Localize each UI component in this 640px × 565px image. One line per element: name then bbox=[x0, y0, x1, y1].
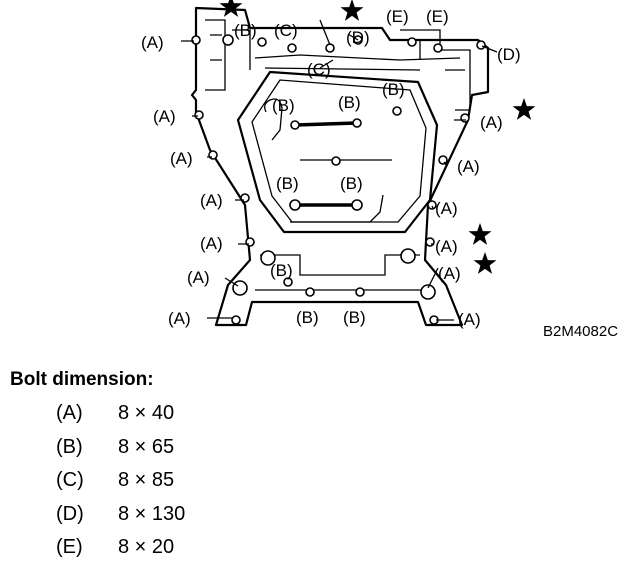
callout-a: (A) bbox=[435, 199, 458, 218]
star-icon bbox=[340, 0, 364, 21]
callout-a: (A) bbox=[168, 309, 191, 328]
callout-b: (B) bbox=[272, 96, 295, 115]
bolt-dimension-legend: Bolt dimension: (A) 8 × 40 (B) 8 × 65 (C… bbox=[10, 369, 410, 565]
legend-row-b: (B) 8 × 65 bbox=[10, 431, 410, 465]
legend-value: 8 × 65 bbox=[118, 435, 175, 458]
callout-b: (B) bbox=[340, 174, 363, 193]
callout-e: (E) bbox=[386, 7, 409, 26]
baffle-upper bbox=[294, 121, 358, 127]
callout-d: (D) bbox=[497, 45, 521, 64]
callout-a: (A) bbox=[458, 310, 481, 329]
sump-outline bbox=[255, 254, 430, 291]
callout-a: (A) bbox=[153, 107, 176, 126]
callout-b: (B) bbox=[382, 80, 405, 99]
callout-a: (A) bbox=[480, 113, 503, 132]
star-icon bbox=[512, 98, 536, 120]
legend-key: (A) bbox=[56, 402, 83, 425]
callout-a: (A) bbox=[170, 149, 193, 168]
legend-value: 8 × 20 bbox=[118, 536, 175, 559]
callout-a: (A) bbox=[187, 268, 210, 287]
baffle-wire bbox=[290, 159, 392, 223]
callout-b: (B) bbox=[276, 174, 299, 193]
top-plate bbox=[254, 54, 461, 71]
oil-pipe bbox=[264, 98, 283, 141]
callout-a: (A) bbox=[200, 191, 223, 210]
leader-lines bbox=[181, 19, 498, 321]
legend-value: 8 × 130 bbox=[118, 502, 186, 525]
inner-frame bbox=[236, 70, 439, 234]
legend-row-e: (E) 8 × 20 bbox=[10, 531, 410, 565]
legend-row-a: (A) 8 × 40 bbox=[10, 397, 410, 431]
callout-e: (E) bbox=[426, 7, 449, 26]
callout-c: (C) bbox=[274, 21, 298, 40]
legend-key: (E) bbox=[56, 536, 83, 559]
left-bracket bbox=[205, 19, 251, 91]
right-bracket bbox=[400, 29, 471, 111]
callout-b: (B) bbox=[296, 308, 319, 327]
callout-a: (A) bbox=[435, 237, 458, 256]
legend-row-d: (D) 8 × 130 bbox=[10, 498, 410, 532]
legend-value: 8 × 40 bbox=[118, 402, 175, 425]
callout-a: (A) bbox=[457, 157, 480, 176]
callout-b: (B) bbox=[270, 261, 293, 280]
callout-d: (D) bbox=[346, 28, 370, 47]
figure-code: B2M4082C bbox=[543, 323, 618, 340]
callout-a: (A) bbox=[200, 234, 223, 253]
housing-outline bbox=[190, 6, 490, 327]
legend-key: (C) bbox=[56, 469, 84, 492]
legend-key: (D) bbox=[56, 502, 84, 525]
oil-pan-bolt-diagram: (A) (A) (A) (A) (A) (A) (A) (A) (A) (A) … bbox=[141, 0, 618, 340]
callout-a: (A) bbox=[438, 264, 461, 283]
callout-b: (B) bbox=[338, 93, 361, 112]
legend-row-c: (C) 8 × 85 bbox=[10, 464, 410, 498]
callout-b: (B) bbox=[343, 308, 366, 327]
callout-a: (A) bbox=[141, 33, 164, 52]
legend-key: (B) bbox=[56, 435, 83, 458]
legend-title: Bolt dimension: bbox=[10, 369, 154, 390]
callout-b: (B) bbox=[234, 21, 257, 40]
legend-value: 8 × 85 bbox=[118, 469, 175, 492]
inner-frame-rib bbox=[251, 79, 427, 223]
star-icon bbox=[468, 223, 492, 245]
star-icon bbox=[473, 252, 497, 274]
callout-c: (C) bbox=[307, 60, 331, 79]
